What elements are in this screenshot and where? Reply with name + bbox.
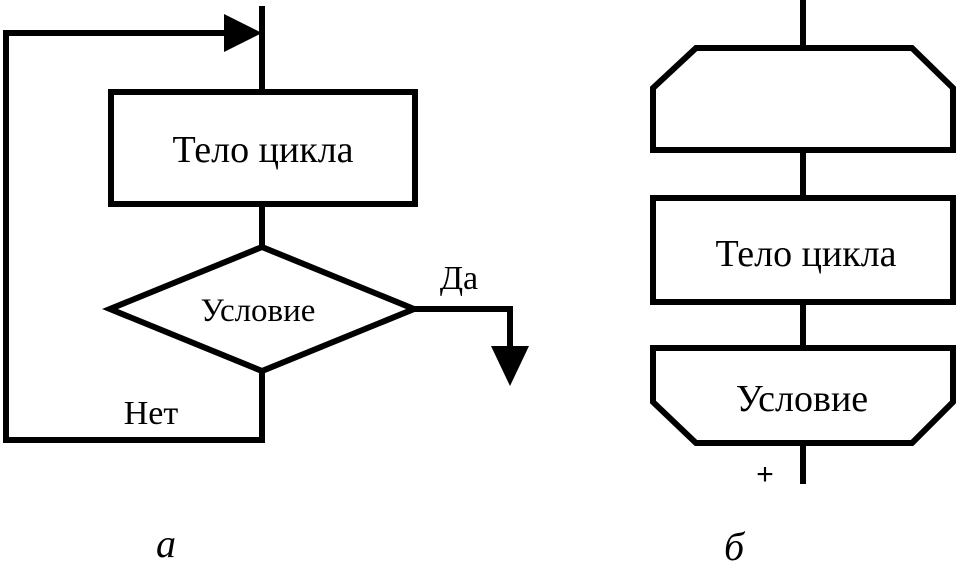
loop-end-block-b	[650, 345, 956, 446]
caption-a: а	[156, 521, 176, 566]
exit-plus-label: +	[756, 458, 774, 491]
yes-exit-arrowhead	[491, 346, 529, 386]
no-branch-loop-line	[3, 30, 265, 443]
flowchart-b	[650, 0, 956, 484]
loop-body-label-a: Тело цикла	[172, 129, 353, 171]
condition-label-b: Условие	[736, 378, 868, 420]
yes-branch-line	[414, 306, 513, 350]
no-label: Нет	[124, 395, 179, 432]
loop-begin-block-b	[650, 45, 956, 153]
caption-b: б	[724, 524, 746, 567]
condition-label-a: Условие	[201, 293, 316, 329]
flowchart-a	[3, 6, 513, 443]
loop-body-label-b: Тело цикла	[715, 233, 896, 275]
yes-label: Да	[440, 260, 478, 297]
loop-back-arrowhead	[224, 14, 262, 52]
